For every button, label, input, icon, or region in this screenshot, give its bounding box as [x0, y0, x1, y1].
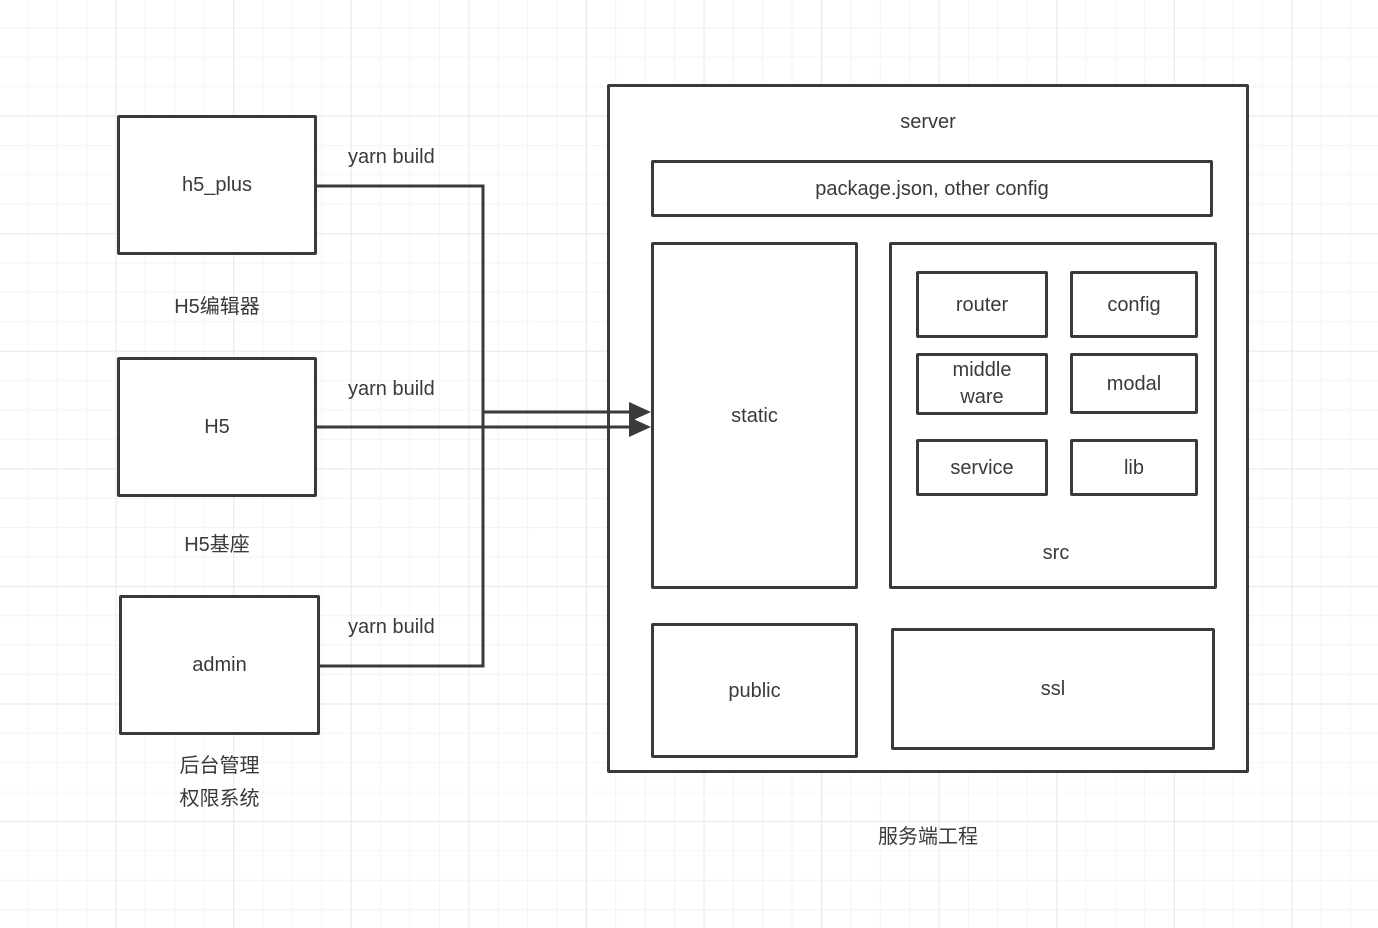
server-container: server package.json, other config static… [607, 84, 1249, 773]
node-middleware-label: middle ware [952, 359, 1012, 408]
trunk-connector-line [317, 184, 485, 668]
edge-label-yarn-build-3: yarn build [348, 616, 435, 638]
caption-admin: 后台管理 权限系统 [119, 750, 320, 816]
caption-server-project: 服务端工程 [878, 826, 978, 848]
node-config: config [1070, 271, 1198, 338]
node-router: router [916, 271, 1048, 338]
node-modal: modal [1070, 353, 1198, 414]
src-label: src [1042, 542, 1070, 564]
node-lib-label: lib [1123, 456, 1144, 479]
node-static: static [651, 242, 858, 589]
node-public: public [651, 623, 858, 758]
server-title: server [900, 111, 956, 133]
node-package-json-config-label: package.json, other config [815, 177, 1049, 200]
node-h5-plus-label: h5_plus [181, 174, 253, 196]
node-middleware: middle ware [916, 353, 1048, 415]
caption-admin-line2: 权限系统 [179, 788, 260, 810]
node-package-json-config: package.json, other config [651, 160, 1213, 217]
src-container: router config middle ware modal service … [889, 242, 1217, 589]
node-admin-label: admin [192, 654, 247, 676]
caption-h5-editor: H5编辑器 [174, 296, 260, 318]
node-modal-label: modal [1106, 372, 1162, 395]
node-ssl: ssl [891, 628, 1215, 750]
caption-h5-base: H5基座 [184, 534, 250, 556]
node-h5-label: H5 [204, 416, 230, 438]
node-ssl-label: ssl [1040, 678, 1066, 700]
node-static-label: static [731, 404, 778, 427]
node-service: service [916, 439, 1048, 496]
node-admin: admin [119, 595, 320, 735]
node-h5: H5 [117, 357, 317, 497]
node-h5-plus: h5_plus [117, 115, 317, 255]
caption-admin-line1: 后台管理 [179, 755, 260, 777]
node-router-label: router [955, 293, 1009, 316]
node-lib: lib [1070, 439, 1198, 496]
edge-label-yarn-build-2: yarn build [348, 378, 435, 400]
node-config-label: config [1107, 293, 1161, 316]
edge-label-yarn-build-1: yarn build [348, 146, 435, 168]
node-service-label: service [950, 456, 1014, 479]
node-public-label: public [728, 679, 781, 702]
